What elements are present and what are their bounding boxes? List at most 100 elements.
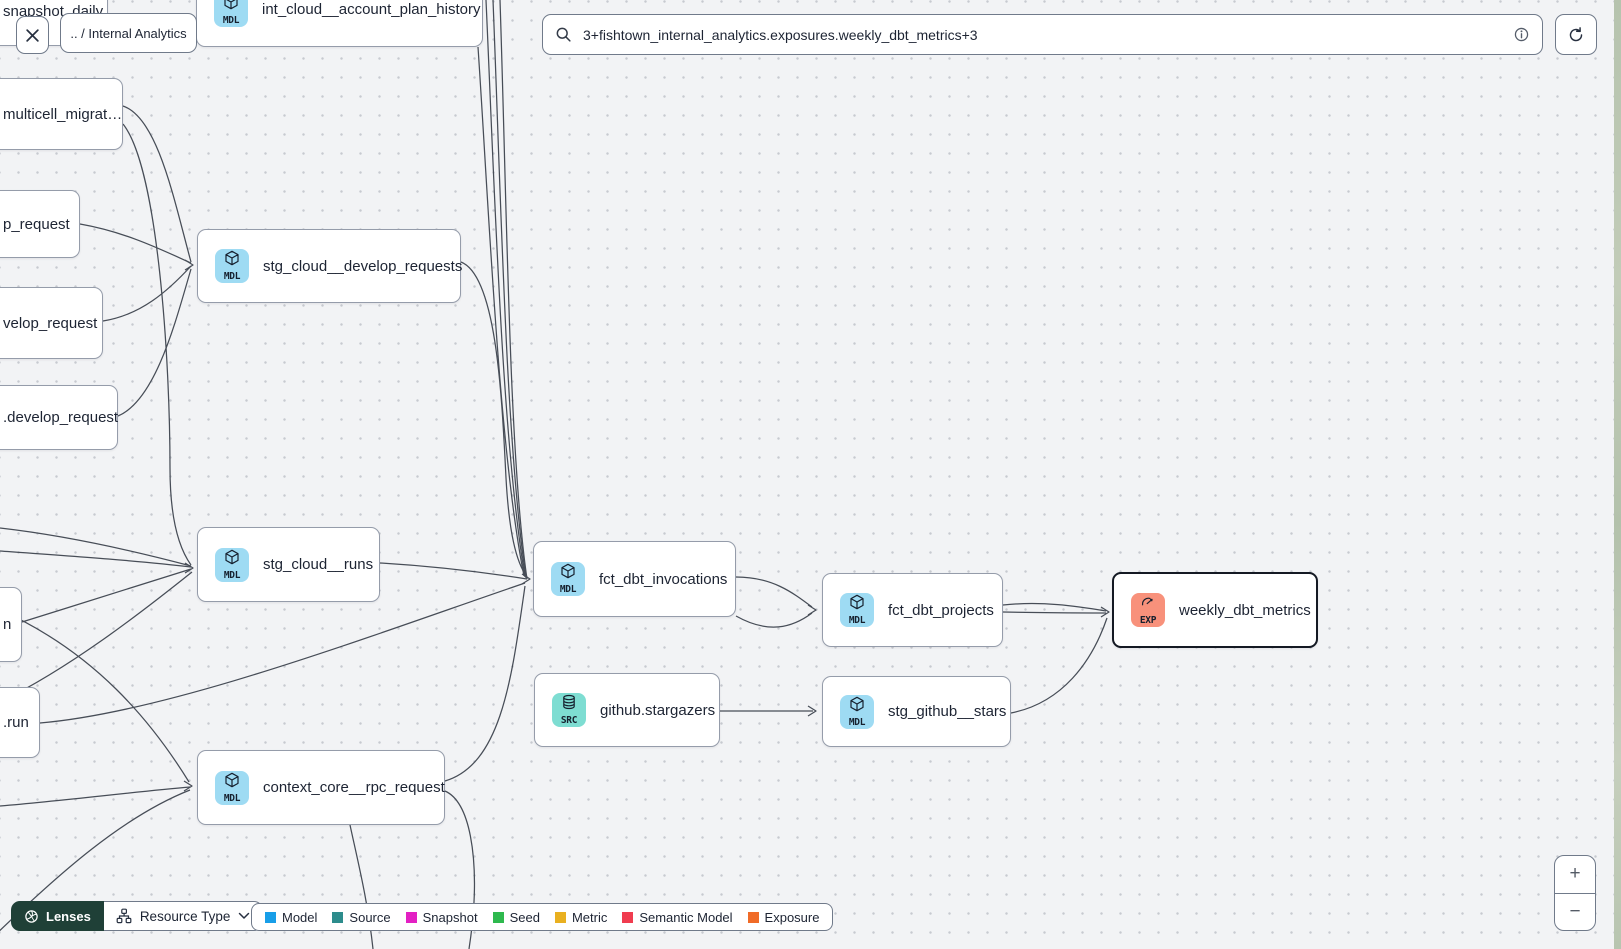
legend-item-source: Source: [332, 910, 391, 925]
close-icon: [26, 28, 39, 42]
refresh-button[interactable]: [1555, 14, 1597, 55]
lineage-node-fct-dbt-projects[interactable]: MDL fct_dbt_projects: [822, 573, 1003, 647]
lineage-edge: [499, 0, 528, 580]
lineage-edge: [39, 582, 526, 724]
lineage-edge: [444, 790, 476, 949]
lineage-edge: [1002, 602, 1107, 612]
cube-icon: [849, 696, 865, 717]
model-badge: MDL: [840, 593, 874, 627]
gauge-icon: [1140, 594, 1156, 615]
model-badge: MDL: [215, 770, 249, 805]
cube-icon: [223, 0, 239, 15]
refresh-icon: [1569, 26, 1583, 41]
lenses-button[interactable]: Lenses: [11, 901, 104, 931]
lineage-edge: [102, 265, 192, 322]
lineage-edge: [485, 0, 526, 578]
lineage-node-velop-request[interactable]: velop_request: [0, 287, 103, 359]
lineage-node-run-n[interactable]: n: [0, 587, 22, 662]
zoom-in-button[interactable]: +: [1555, 856, 1595, 894]
cube-icon: [849, 594, 865, 615]
lineage-node-stg-cloud-develop-requests[interactable]: MDL stg_cloud__develop_requests: [197, 229, 462, 303]
legend-swatch: [554, 911, 566, 923]
zoom-controls: + −: [1554, 855, 1596, 931]
lenses-label: Lenses: [46, 908, 91, 924]
desktop-edge-strip: [1614, 0, 1621, 949]
lineage-edge: [477, 46, 525, 577]
edge-arrowhead: [521, 573, 531, 585]
legend-item-snapshot: Snapshot: [405, 910, 478, 925]
legend-item-semantic-model: Semantic Model: [622, 910, 733, 925]
search-bar[interactable]: [542, 14, 1543, 55]
database-icon: [561, 694, 577, 715]
lenses-group: Lenses Resource Type: [11, 901, 264, 931]
legend-swatch: [332, 911, 344, 923]
zoom-in-label: +: [1569, 863, 1581, 885]
close-button[interactable]: [16, 16, 49, 54]
legend-item-exposure: Exposure: [747, 910, 819, 925]
lineage-edge: [0, 609, 190, 783]
lineage-edge: [0, 527, 192, 567]
legend-item-model: Model: [265, 910, 317, 925]
breadcrumb-label: .. / Internal Analytics: [70, 25, 187, 41]
lineage-edge: [735, 612, 813, 628]
lineage-node-github-stargazers[interactable]: SRC github.stargazers: [534, 673, 720, 747]
breadcrumb[interactable]: .. / Internal Analytics: [60, 13, 197, 53]
edge-arrowhead: [183, 780, 193, 792]
cube-icon: [224, 772, 240, 793]
lineage-edge: [0, 786, 191, 807]
chevron-down-icon: [239, 912, 250, 919]
lineage-edge: [735, 576, 813, 608]
model-badge: MDL: [551, 562, 585, 596]
lineage-node-stg-github-stars[interactable]: MDL stg_github__stars: [822, 676, 1011, 747]
lineage-edge: [122, 105, 192, 263]
cube-icon: [224, 250, 240, 271]
lineage-node-op-request[interactable]: p_request: [0, 190, 80, 258]
org-chart-icon: [116, 908, 132, 924]
edge-arrowhead: [1100, 606, 1110, 618]
lineage-node-multicell-migration[interactable]: multicell_migrat…: [0, 78, 123, 150]
legend-swatch: [405, 911, 417, 923]
lineage-edge: [0, 550, 192, 568]
legend-swatch: [265, 911, 276, 923]
cube-icon: [560, 563, 576, 584]
info-icon[interactable]: [1513, 26, 1530, 43]
search-icon: [556, 27, 571, 42]
lineage-node-dot-run[interactable]: .run: [0, 687, 40, 758]
lineage-node-develop-request[interactable]: .develop_request: [0, 385, 118, 450]
legend-item-seed: Seed: [492, 910, 540, 925]
lineage-edge: [492, 0, 527, 579]
edge-arrowhead: [184, 562, 194, 574]
zoom-out-button[interactable]: −: [1555, 894, 1595, 931]
lineage-edge: [117, 268, 192, 417]
exposure-badge: EXP: [1131, 593, 1165, 627]
model-badge: MDL: [215, 249, 249, 283]
legend-swatch: [492, 911, 504, 923]
lineage-edge: [379, 562, 528, 580]
lineage-edge: [21, 568, 192, 623]
lineage-node-weekly-dbt-metrics[interactable]: EXP weekly_dbt_metrics: [1112, 572, 1318, 648]
resource-type-button[interactable]: Resource Type: [103, 901, 264, 931]
edge-arrowhead: [807, 604, 817, 616]
lenses-icon: [25, 909, 38, 923]
lineage-edge: [349, 824, 374, 949]
legend-swatch: [747, 911, 759, 923]
edge-arrowhead: [184, 259, 194, 271]
lineage-edge: [79, 223, 192, 264]
lineage-node-context-core-rpc-request[interactable]: MDL context_core__rpc_request: [197, 750, 445, 825]
search-input[interactable]: [581, 25, 1504, 44]
lineage-edge: [122, 123, 192, 566]
cube-icon: [224, 549, 240, 570]
lineage-node-stg-cloud-runs[interactable]: MDL stg_cloud__runs: [197, 527, 380, 602]
edge-arrowhead: [807, 705, 817, 717]
lineage-node-fct-dbt-invocations[interactable]: MDL fct_dbt_invocations: [533, 541, 736, 617]
lineage-edge: [0, 571, 193, 703]
model-badge: MDL: [840, 694, 874, 729]
zoom-out-label: −: [1569, 900, 1581, 922]
lineage-edge: [1010, 617, 1108, 714]
lineage-node-int-cloud-account-plan-history[interactable]: MDL int_cloud__account_plan_history: [196, 0, 483, 47]
source-badge: SRC: [552, 693, 586, 727]
legend-swatch: [622, 911, 634, 923]
resource-type-label: Resource Type: [139, 908, 231, 924]
lineage-edge: [1002, 611, 1107, 614]
